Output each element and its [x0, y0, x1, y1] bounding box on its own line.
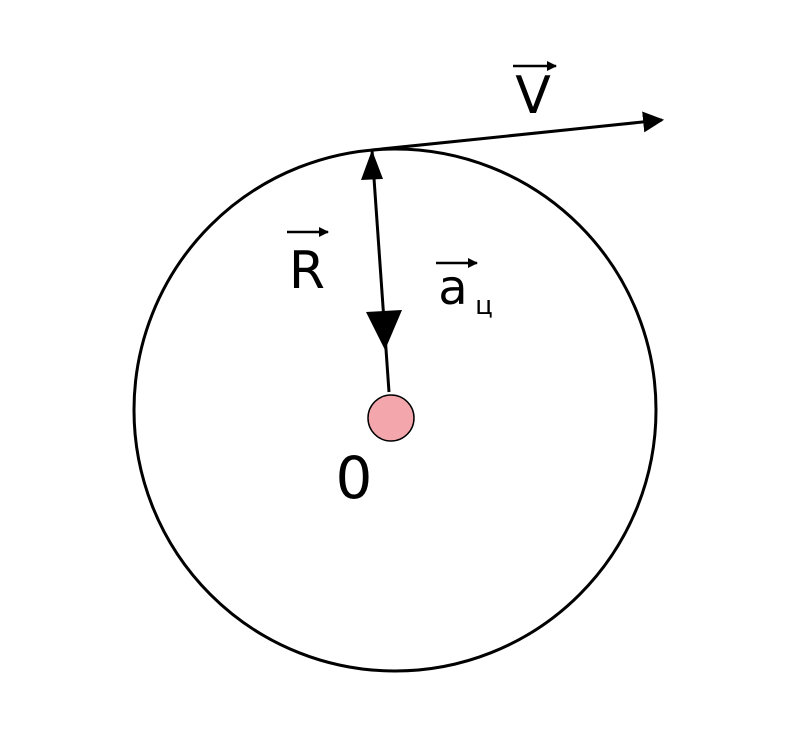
- radius-vector-arrowhead: [361, 150, 383, 180]
- radius-line: [370, 149, 391, 393]
- radius-label: R: [287, 227, 329, 301]
- radius-label-text: R: [289, 241, 325, 301]
- velocity-label-text: V: [515, 66, 551, 126]
- center-point: [367, 394, 415, 442]
- acceleration-label: a ц: [436, 258, 493, 321]
- acceleration-vector-arrowhead: [366, 310, 402, 350]
- velocity-label: V: [513, 61, 557, 126]
- acceleration-label-subscript: ц: [475, 291, 493, 321]
- velocity-vector: [371, 111, 665, 152]
- center-label: 0: [336, 444, 373, 512]
- acceleration-label-text: a: [438, 260, 467, 316]
